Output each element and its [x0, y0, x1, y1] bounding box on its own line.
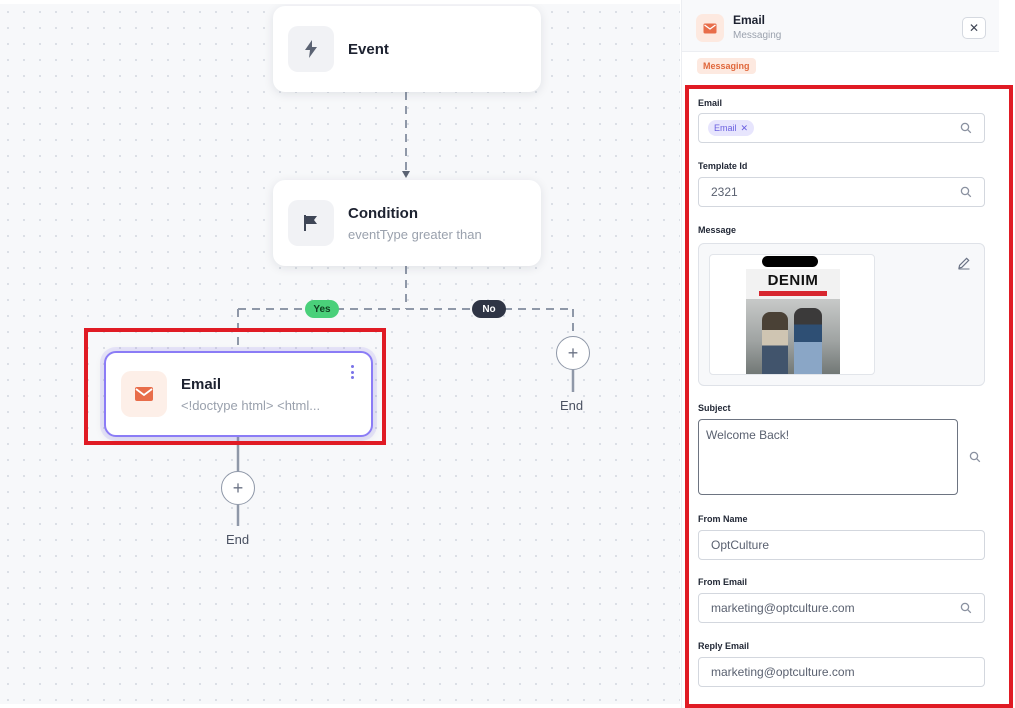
panel-header: Email Messaging ✕ — [682, 0, 999, 52]
more-options-icon[interactable] — [347, 365, 357, 379]
reply-email-label: Reply Email — [698, 641, 750, 651]
email-node[interactable]: Email <!doctype html> <html... — [104, 351, 373, 437]
email-node-title: Email — [181, 375, 222, 393]
close-button[interactable]: ✕ — [962, 17, 986, 39]
from-email-value: marketing@optculture.com — [711, 601, 855, 615]
search-icon[interactable] — [960, 122, 972, 134]
message-preview-box[interactable]: DENIM — [698, 243, 985, 386]
from-name-value: OptCulture — [711, 538, 770, 552]
highlight-box-email-node — [84, 328, 386, 445]
branch-no-badge: No — [472, 300, 506, 318]
email-node-subtitle: <!doctype html> <html... — [181, 397, 321, 413]
condition-node-title: Condition — [348, 204, 418, 222]
subject-label: Subject — [698, 403, 731, 413]
event-node-title: Event — [348, 40, 389, 58]
template-id-value: 2321 — [711, 185, 738, 199]
flag-icon — [288, 200, 334, 246]
condition-node-subtitle: eventType greater than — [348, 226, 482, 242]
poster-person-right — [794, 308, 822, 374]
branch-yes-badge: Yes — [305, 300, 339, 318]
denim-poster-image: DENIM — [746, 269, 840, 374]
poster-brand-text: DENIM — [767, 272, 819, 289]
from-name-field[interactable]: OptCulture — [698, 530, 985, 560]
email-label: Email — [698, 98, 723, 108]
mail-icon — [121, 371, 167, 417]
email-template-thumbnail[interactable]: DENIM — [709, 254, 875, 375]
workflow-canvas[interactable]: Event Condition eventType greater than Y… — [0, 4, 680, 704]
chip-remove-icon[interactable]: ✕ — [740, 122, 749, 133]
email-chip-label: Email — [714, 123, 737, 133]
search-icon[interactable] — [969, 451, 981, 463]
template-id-label: Template Id — [698, 161, 748, 171]
panel-title: Email — [733, 13, 766, 27]
message-label: Message — [698, 225, 737, 235]
from-name-label: From Name — [698, 514, 748, 524]
from-email-label: From Email — [698, 577, 748, 587]
lightning-icon — [288, 26, 334, 72]
poster-red-band — [759, 291, 827, 296]
subject-textarea[interactable]: Welcome Back! — [698, 419, 958, 495]
email-chip[interactable]: Email ✕ — [708, 120, 755, 136]
properties-panel: Email Messaging ✕ Messaging Email Email … — [681, 0, 1015, 708]
end-label-no-branch: End — [560, 398, 584, 413]
add-step-button-no-branch[interactable]: + — [556, 336, 590, 370]
edit-icon[interactable] — [957, 256, 971, 270]
from-email-field[interactable]: marketing@optculture.com — [698, 593, 985, 623]
panel-subtitle: Messaging — [733, 30, 782, 41]
template-id-field[interactable]: 2321 — [698, 177, 985, 207]
search-icon[interactable] — [960, 186, 972, 198]
event-node[interactable]: Event — [273, 6, 541, 92]
mail-icon — [696, 14, 724, 42]
category-badge: Messaging — [697, 58, 756, 74]
search-icon[interactable] — [960, 602, 972, 614]
poster-person-left — [762, 312, 788, 374]
condition-node[interactable]: Condition eventType greater than — [273, 180, 541, 266]
redacted-logo — [762, 256, 818, 267]
reply-email-field[interactable]: marketing@optculture.com — [698, 657, 985, 687]
highlight-box-panel-form — [685, 85, 1013, 708]
reply-email-value: marketing@optculture.com — [711, 665, 855, 679]
email-recipient-field[interactable]: Email ✕ — [698, 113, 985, 143]
add-step-button-yes-branch[interactable]: + — [221, 471, 255, 505]
poster-photo — [746, 299, 840, 374]
end-label-yes-branch: End — [226, 532, 250, 547]
